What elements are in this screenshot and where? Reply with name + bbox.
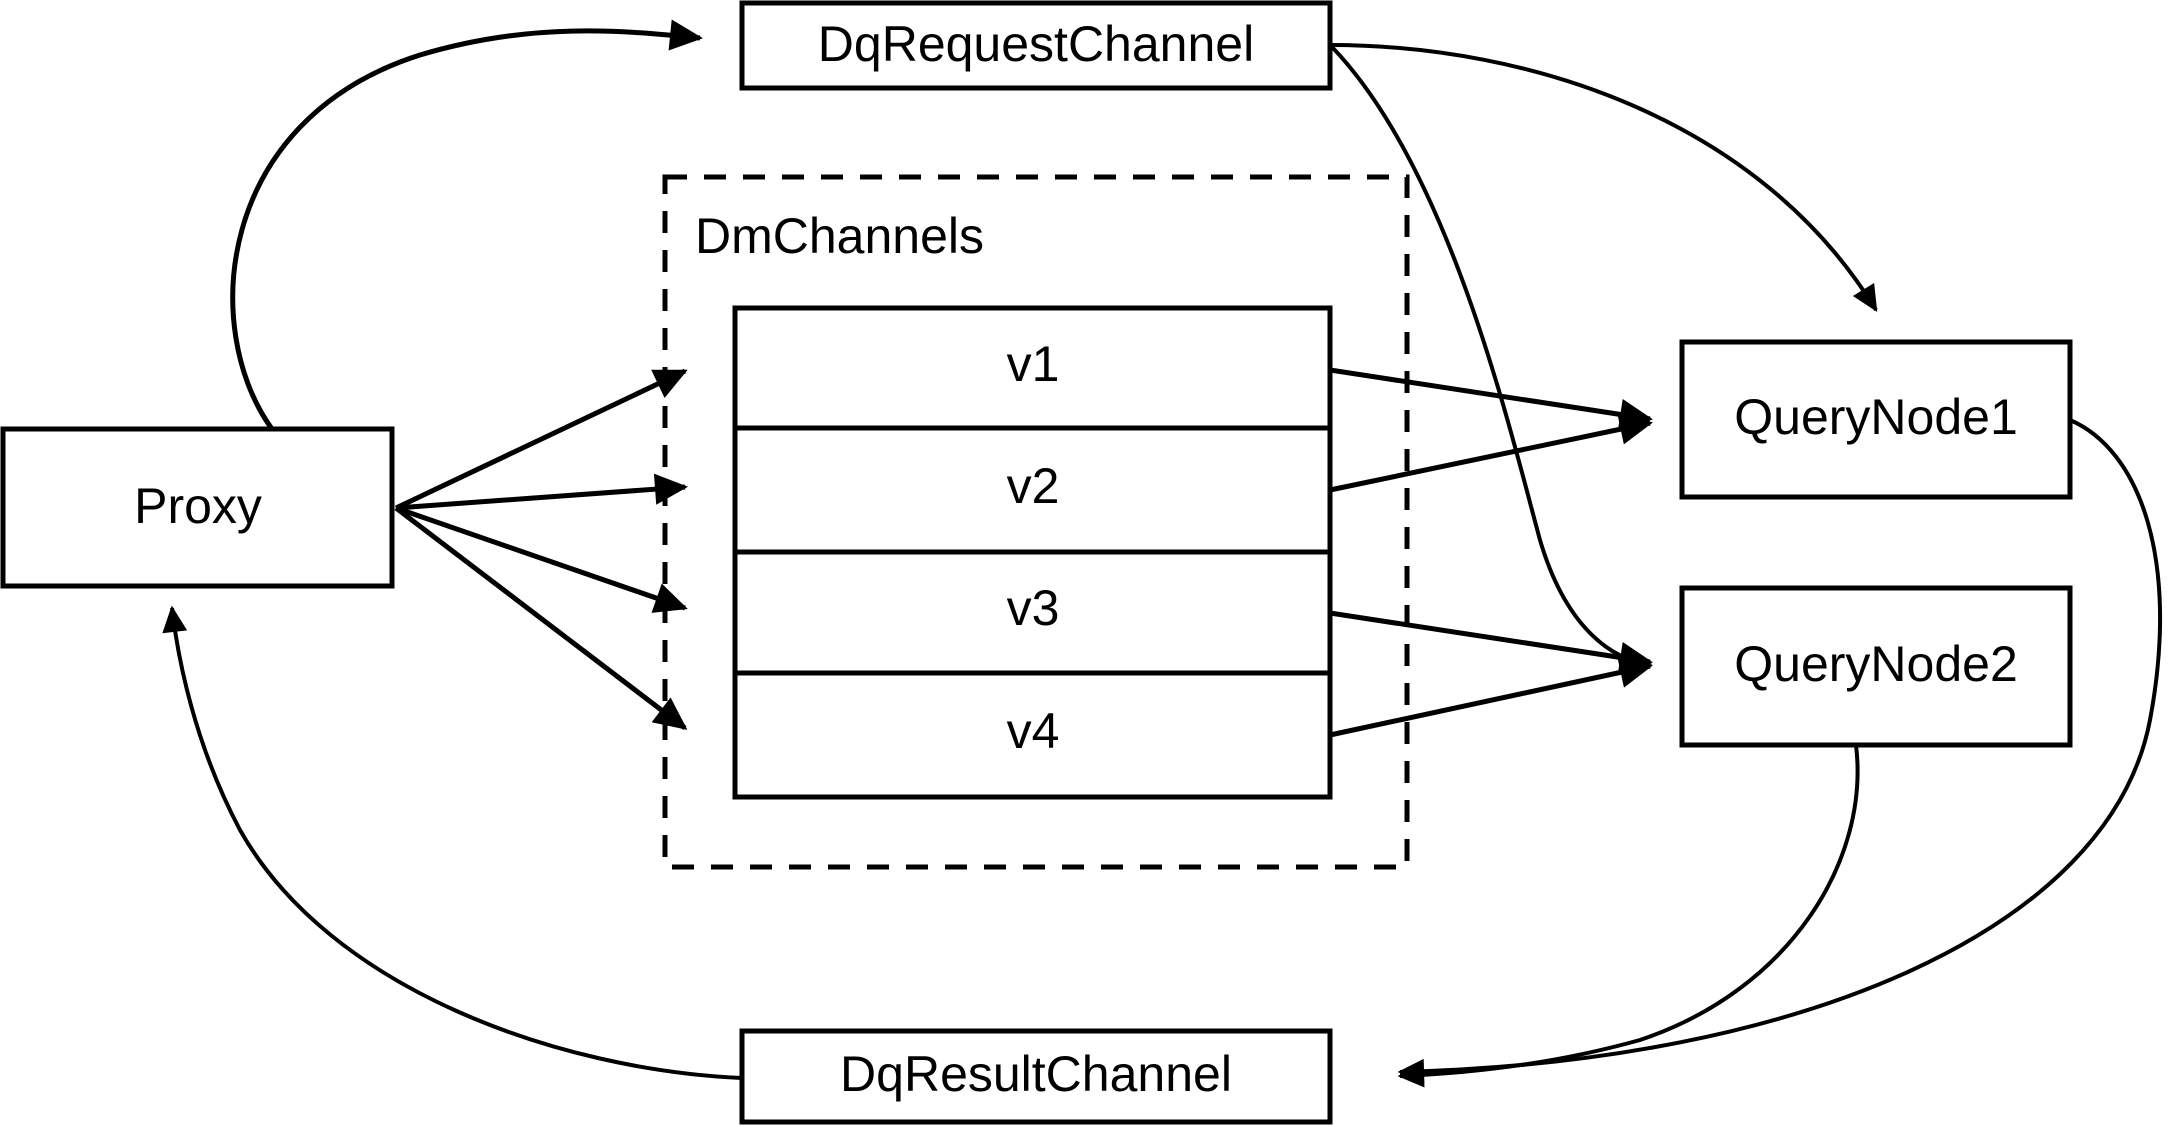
dm-channels-border — [662, 174, 1410, 870]
vchannel-slot-v2-label: v2 — [1007, 458, 1060, 514]
dm-channels-group: DmChannels — [662, 174, 1410, 870]
edge-query-node-2-to-dq-result-channel — [1397, 744, 1860, 1088]
edge-query-node-1-to-dq-result-channel — [1397, 418, 2163, 1084]
vchannel-stack: v1 v2 v3 v4 — [732, 305, 1333, 800]
node-query-node-2[interactable]: QueryNode2 — [1679, 585, 2073, 748]
node-dq-request-channel[interactable]: DqRequestChannel — [739, 0, 1333, 91]
proxy-label: Proxy — [134, 478, 262, 534]
vchannel-slot-v1-label: v1 — [1007, 336, 1060, 392]
edge-v2-to-query-node-1 — [1329, 413, 1653, 493]
edge-dq-request-to-query-node-1 — [1329, 43, 1878, 313]
edge-proxy-to-v1 — [394, 368, 688, 511]
node-query-node-1[interactable]: QueryNode1 — [1679, 339, 2073, 500]
dq-result-channel-label: DqResultChannel — [840, 1046, 1232, 1102]
edge-dq-request-to-query-node-2 — [1330, 45, 1653, 675]
dq-result-channel-box[interactable] — [739, 1028, 1333, 1125]
query-node-2-label: QueryNode2 — [1734, 636, 2018, 692]
query-node-1-label: QueryNode1 — [1734, 389, 2018, 445]
edge-proxy-to-v4 — [394, 506, 688, 730]
proxy-box[interactable] — [0, 426, 395, 589]
edge-v3-to-query-node-2 — [1329, 610, 1653, 673]
vchannel-slot-v3-label: v3 — [1007, 580, 1060, 636]
query-node-2-box[interactable] — [1679, 585, 2073, 748]
edge-proxy-to-dq-request-channel — [230, 19, 703, 431]
edge-v4-to-query-node-2 — [1329, 657, 1653, 738]
edge-v1-to-query-node-1 — [1329, 367, 1653, 430]
dq-request-channel-label: DqRequestChannel — [818, 16, 1254, 72]
dq-request-channel-box[interactable] — [739, 0, 1333, 91]
edge-dq-result-channel-to-proxy — [162, 605, 743, 1080]
dm-channels-label: DmChannels — [695, 208, 984, 264]
query-node-1-box[interactable] — [1679, 339, 2073, 500]
vchannel-slot-v4-label: v4 — [1007, 703, 1060, 759]
node-proxy[interactable]: Proxy — [0, 426, 395, 589]
edge-proxy-to-v3 — [395, 505, 688, 613]
edge-proxy-to-v2 — [395, 473, 688, 511]
node-dq-result-channel[interactable]: DqResultChannel — [739, 1028, 1333, 1125]
